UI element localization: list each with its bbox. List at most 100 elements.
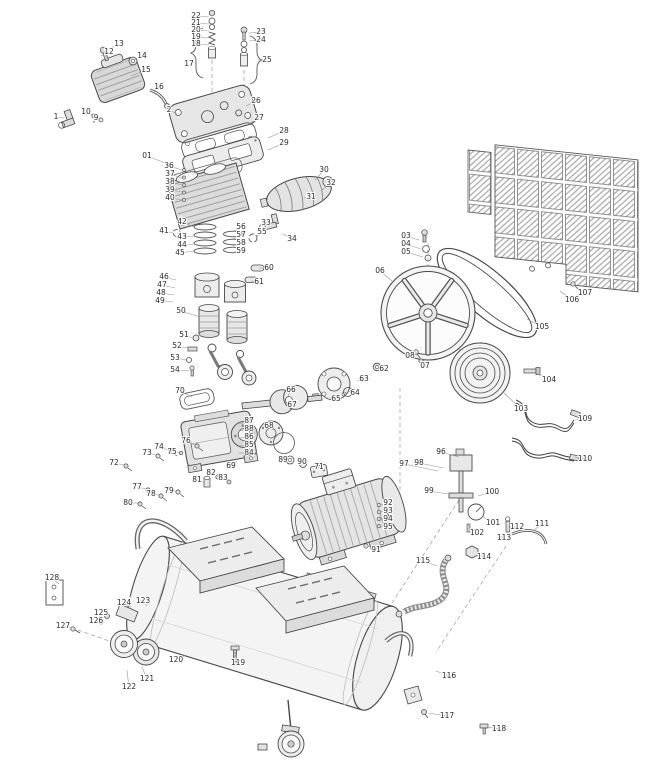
part-label-106: 106 — [565, 295, 580, 304]
part-label-24: 24 — [256, 35, 266, 44]
leader-line-68 — [268, 425, 274, 431]
cylinder-block — [166, 162, 250, 230]
part-label-14: 14 — [137, 51, 147, 60]
part-label-109: 109 — [578, 414, 593, 423]
leader-line-56 — [232, 226, 242, 233]
part-label-40: 40 — [165, 193, 175, 202]
leader-line-39 — [169, 189, 183, 193]
cylinder-head — [168, 84, 258, 144]
part-label-79: 79 — [164, 486, 174, 495]
part-label-37: 37 — [165, 169, 175, 178]
leader-line-114 — [476, 553, 485, 558]
part-label-81: 81 — [192, 475, 202, 484]
leader-line-21 — [195, 22, 210, 25]
wheels — [70, 603, 160, 666]
pump-platform — [167, 526, 285, 594]
belt-guard — [467, 144, 639, 293]
part-label-83: 83 — [218, 473, 228, 482]
brace-17 — [189, 27, 204, 79]
part-label-82: 82 — [206, 468, 216, 477]
leader-line-06 — [379, 270, 393, 282]
leader-line-100 — [477, 491, 493, 497]
part-label-53: 53 — [170, 353, 180, 362]
leader-line-90 — [301, 461, 304, 464]
part-label-22: 22 — [191, 11, 201, 20]
leader-line-118 — [486, 726, 500, 730]
part-label-61: 61 — [254, 277, 264, 286]
leader-line-19 — [195, 36, 210, 39]
leader-line-62 — [379, 366, 385, 370]
leader-line-1 — [55, 116, 65, 119]
part-label-89: 89 — [278, 455, 288, 464]
leader-line-53 — [174, 357, 187, 361]
part-label-103: 103 — [514, 404, 529, 413]
leader-line-54 — [174, 369, 190, 372]
leader-line-127 — [62, 625, 72, 629]
leader-line-121 — [141, 666, 148, 680]
part-label-96: 96 — [436, 447, 446, 456]
part-label-77: 77 — [132, 482, 142, 491]
leader-line-66 — [287, 389, 292, 397]
part-label-72: 72 — [109, 458, 119, 467]
part-label-70: 70 — [175, 386, 185, 395]
leader-line-82 — [210, 472, 218, 477]
part-label-04: 04 — [401, 239, 411, 248]
crankcase-gasket — [179, 388, 215, 410]
part-label-118: 118 — [492, 724, 507, 733]
part-label-12: 12 — [104, 47, 114, 56]
leader-line-07 — [420, 361, 426, 367]
part-label-9: 9 — [94, 113, 99, 122]
part-label-19: 19 — [191, 32, 201, 41]
leader-line-48 — [160, 292, 175, 296]
part-label-126: 126 — [89, 616, 104, 625]
part-label-47: 47 — [157, 280, 167, 289]
part-label-113: 113 — [497, 533, 512, 542]
part-label-07: 07 — [420, 361, 430, 370]
part-label-27: 27 — [254, 113, 264, 122]
leader-line-119 — [235, 654, 239, 664]
part-label-98: 98 — [414, 458, 424, 467]
part-label-57: 57 — [236, 230, 246, 239]
part-label-73: 73 — [142, 448, 152, 457]
leader-line-96 — [440, 451, 460, 458]
part-label-33: 33 — [261, 218, 271, 227]
part-label-128: 128 — [45, 573, 60, 582]
crankcase — [180, 409, 259, 474]
head-bolt-column-b — [240, 26, 248, 67]
part-label-10: 10 — [81, 107, 91, 116]
part-label-86: 86 — [244, 432, 254, 441]
leader-line-08 — [409, 352, 416, 357]
part-label-34: 34 — [287, 234, 297, 243]
leader-line-107 — [574, 285, 586, 294]
part-label-120: 120 — [169, 655, 184, 664]
leader-line-14 — [133, 55, 143, 61]
leader-line-104 — [535, 372, 550, 381]
leader-line-9 — [95, 117, 101, 121]
part-label-111: 111 — [535, 519, 550, 528]
part-label-122: 122 — [122, 682, 137, 691]
part-label-102: 102 — [470, 528, 485, 537]
part-label-52: 52 — [172, 341, 182, 350]
part-label-71: 71 — [314, 462, 324, 471]
part-label-59: 59 — [236, 246, 246, 255]
part-label-50: 50 — [176, 306, 186, 315]
leader-line-97 — [403, 463, 439, 472]
leader-line-91 — [367, 545, 377, 551]
part-label-16: 16 — [154, 82, 164, 91]
leader-line-106 — [559, 290, 573, 301]
pistons — [194, 272, 246, 303]
leader-line-30 — [314, 169, 325, 181]
part-label-78: 78 — [146, 489, 156, 498]
leader-line-42 — [181, 221, 195, 228]
part-label-60: 60 — [264, 263, 274, 272]
leader-line-49 — [159, 300, 174, 303]
part-label-88: 88 — [244, 424, 254, 433]
leader-line-93 — [379, 510, 389, 513]
part-label-85: 85 — [244, 440, 254, 449]
part-label-21: 21 — [191, 18, 201, 27]
power-cord — [511, 399, 581, 462]
electric-motor — [290, 468, 407, 566]
leader-line-86 — [238, 436, 250, 439]
leader-line-36 — [168, 165, 183, 171]
